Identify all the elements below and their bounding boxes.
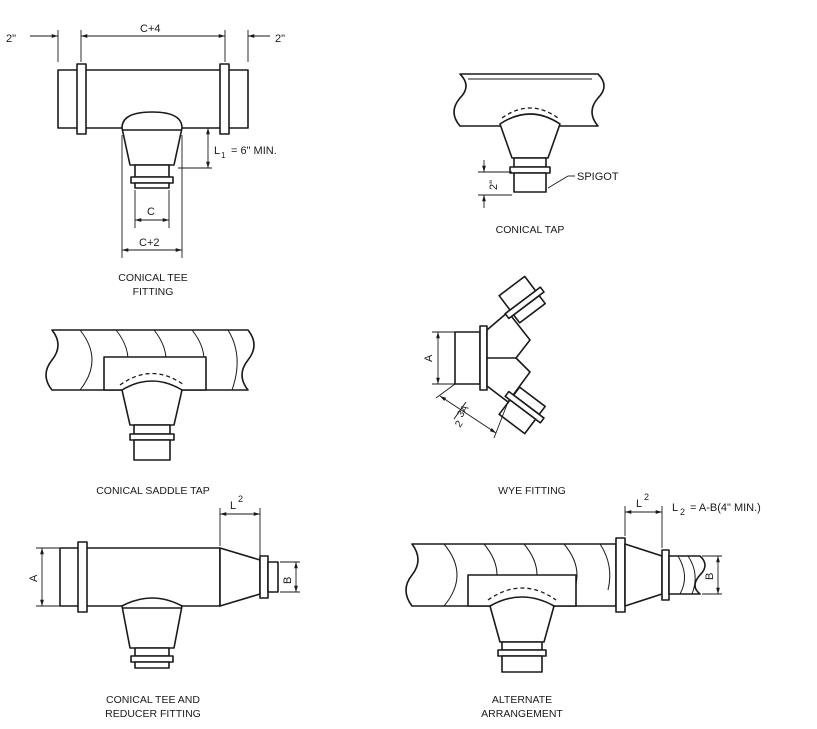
dim-left-2in: 2" — [6, 33, 16, 45]
dim-alt-b: B — [704, 573, 716, 580]
alt-small-duct — [668, 555, 706, 595]
dim-reducer-b: B — [282, 577, 294, 584]
alt-reducer — [624, 543, 663, 607]
conical-branch — [121, 111, 183, 166]
reducer-flange — [259, 555, 269, 599]
caption-conical-tee-1: CONICAL TEE — [118, 272, 187, 284]
reducer-transition — [219, 547, 261, 607]
dim-right-2in: 2" — [275, 33, 285, 45]
caption-tee-reducer-2: REDUCER FITTING — [105, 708, 201, 720]
reducer-branch-cone — [121, 597, 183, 649]
dim-c-plus-4: C+4 — [140, 23, 161, 35]
dim-c: C — [147, 206, 155, 218]
caption-wye: WYE FITTING — [498, 485, 566, 497]
formula-text: = A-B(4" MIN.) — [690, 502, 761, 514]
conical-tee-reducer-fitting: A B L 2 CONICAL TEE AND REDUCER FITTING — [28, 494, 300, 720]
dim-alt-l: L — [636, 498, 642, 510]
dim-c-plus-2: C+2 — [139, 237, 160, 249]
formula-subscript: 2 — [680, 507, 685, 517]
formula-l: L — [672, 502, 678, 514]
right-flange — [219, 63, 230, 135]
dim-reducer-a: A — [28, 574, 40, 582]
caption-conical-tee-2: FITTING — [133, 286, 174, 298]
caption-tee-reducer-1: CONICAL TEE AND — [106, 694, 200, 706]
caption-alternate-1: ALTERNATE — [492, 694, 552, 706]
dim-tap-2in: 2" — [488, 180, 500, 190]
caption-alternate-2: ARRANGEMENT — [481, 708, 563, 720]
dim-reducer-l: L — [230, 500, 236, 512]
alt-branch-cone — [489, 596, 555, 643]
dim-l1-subscript: 1 — [221, 151, 226, 160]
caption-saddle-tap: CONICAL SADDLE TAP — [96, 485, 210, 497]
caption-conical-tap: CONICAL TAP — [496, 224, 565, 236]
conical-saddle-tap: CONICAL SADDLE TAP — [45, 329, 255, 497]
conical-tee-fitting: 2" C+4 2" L 1 = 6" MIN. C C+2 CONICAL TE… — [6, 23, 285, 298]
branch-collar — [134, 164, 170, 178]
wye-fitting: A 3A 2 WYE FITTING — [423, 275, 566, 497]
dim-reducer-l-superscript: 2 — [238, 494, 243, 504]
tap-flange — [509, 166, 551, 174]
dim-alt-l-superscript: 2 — [644, 492, 649, 502]
dim-wye-3a-denominator: 2 — [453, 419, 465, 430]
wye-body — [486, 311, 531, 403]
dim-wye-a: A — [423, 354, 435, 362]
round-duct — [453, 73, 605, 127]
wye-inlet-flange — [479, 325, 488, 391]
alternate-arrangement: L 2 L 2 = A-B(4" MIN.) B ALTERNATE ARRAN… — [405, 492, 761, 720]
tap-cone — [499, 113, 561, 159]
dim-l1-value: = 6" MIN. — [231, 145, 277, 157]
spigot — [513, 172, 547, 193]
label-spigot: SPIGOT — [577, 171, 619, 183]
left-flange — [76, 63, 87, 135]
branch-flange — [130, 176, 174, 184]
dim-l1: L — [214, 145, 220, 157]
alt-flange — [615, 537, 626, 613]
wye-inlet — [454, 331, 481, 385]
conical-tap: 2" SPIGOT CONICAL TAP — [453, 73, 619, 236]
saddle-cone — [121, 380, 183, 426]
